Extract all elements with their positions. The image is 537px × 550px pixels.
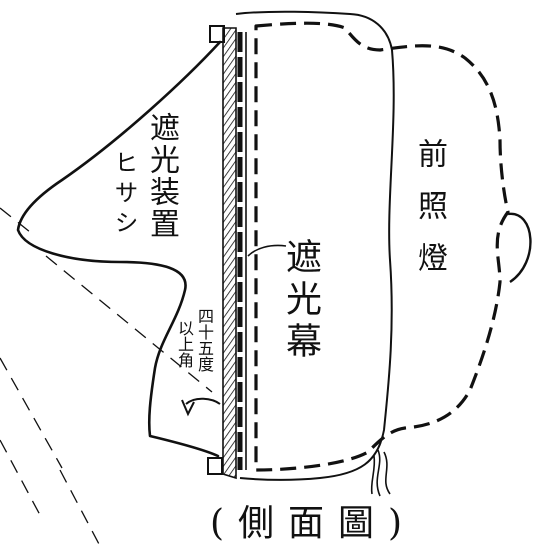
- curtain-tassel: [370, 449, 391, 497]
- angle-arrow: [181, 399, 195, 417]
- curtain-label: 遮光幕: [280, 238, 321, 364]
- diagram-caption: (側面圖): [210, 503, 417, 544]
- curtain-cloth: [235, 10, 395, 481]
- visor-label: 遮光装置: [144, 112, 179, 240]
- mounting-plate: [222, 27, 237, 480]
- headlight-outline: [254, 21, 510, 472]
- plate-top-bracket: [209, 25, 225, 43]
- curtain-pointer: [247, 244, 287, 257]
- plate-bottom-bracket: [207, 457, 223, 475]
- angle-arc: [185, 397, 221, 405]
- angle-label: 四十五度: [195, 308, 214, 372]
- headlight-hook: [507, 212, 532, 283]
- visor-sublabel: ヒサシ: [110, 150, 138, 240]
- sight-lines: [0, 207, 213, 547]
- angle-sublabel: 以上角: [175, 320, 194, 368]
- headlight-label: 前照燈: [412, 138, 447, 294]
- visor-outline: [16, 40, 222, 458]
